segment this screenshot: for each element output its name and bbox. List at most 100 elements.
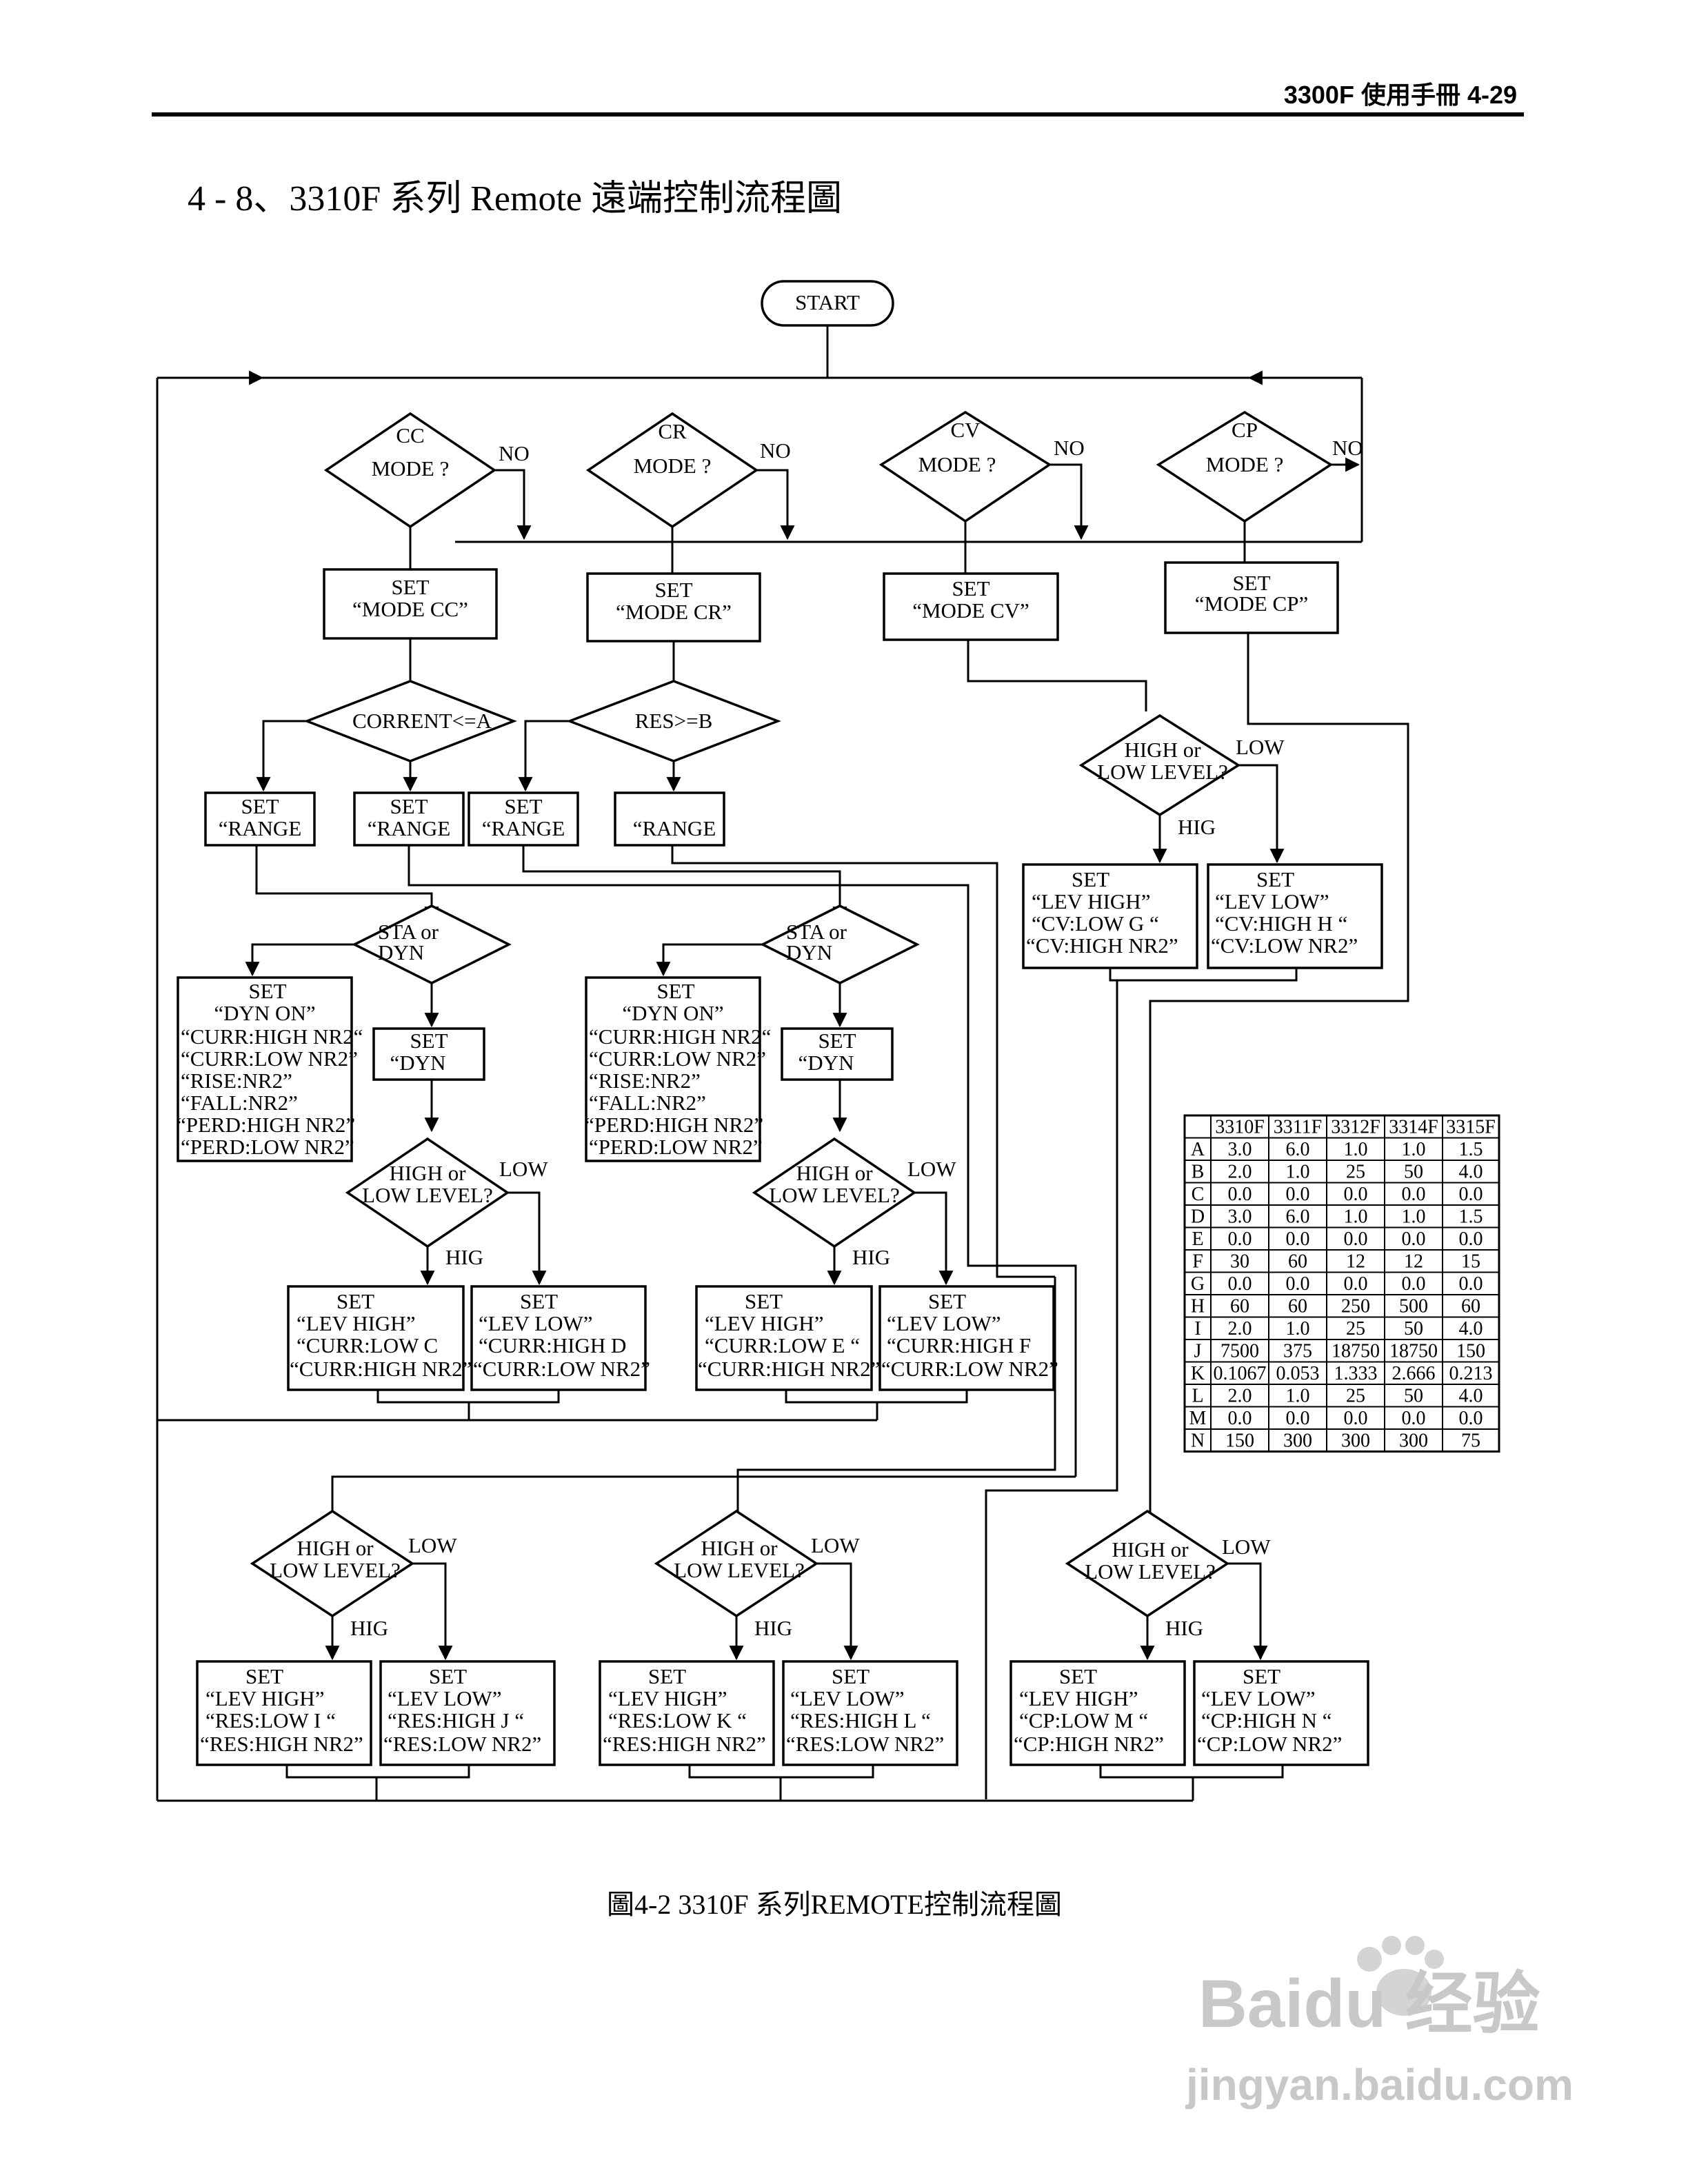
table-cell: 50 xyxy=(1404,1318,1423,1339)
svg-text:“CURR:HIGH NR2”: “CURR:HIGH NR2” xyxy=(698,1357,880,1381)
table-cell: 0.053 xyxy=(1276,1363,1320,1384)
dyn-box-right: SET “DYN xyxy=(781,1027,894,1133)
table-cell: 25 xyxy=(1346,1318,1365,1339)
table-row-key: A xyxy=(1191,1139,1205,1160)
table-cell: 6.0 xyxy=(1286,1139,1310,1160)
svg-text:SET: SET xyxy=(656,979,694,1003)
table-cell: 2.666 xyxy=(1392,1363,1436,1384)
table-cell: 25 xyxy=(1346,1162,1365,1183)
table-row-key: G xyxy=(1191,1273,1205,1295)
range-box-4 xyxy=(614,791,725,847)
table-cell: 0.0 xyxy=(1286,1184,1310,1205)
svg-text:HIG: HIG xyxy=(852,1245,890,1269)
svg-text:SET: SET xyxy=(336,1289,374,1313)
table-cell: 250 xyxy=(1341,1296,1370,1317)
svg-text:“CP:LOW NR2”: “CP:LOW NR2” xyxy=(1197,1732,1342,1756)
svg-text:LOW LEVEL?: LOW LEVEL? xyxy=(674,1558,805,1582)
dyn-box-left: SET “DYN xyxy=(372,1027,485,1133)
svg-text:“RES:LOW K “: “RES:LOW K “ xyxy=(608,1708,747,1732)
svg-text:“LEV HIGH”: “LEV HIGH” xyxy=(205,1686,324,1710)
svg-text:HIGH or: HIGH or xyxy=(1124,738,1201,762)
table-cell: 0.0 xyxy=(1402,1408,1426,1429)
cc-mode-label1: CC xyxy=(396,423,424,447)
range-decisions: CORRENT<=A RES>=B xyxy=(256,638,781,792)
set-mode-cc-line2: “MODE CC” xyxy=(352,597,468,621)
table-cell: 0.0 xyxy=(1344,1273,1368,1295)
svg-text:“CURR:HIGH D: “CURR:HIGH D xyxy=(479,1333,626,1357)
table-cell: 0.0 xyxy=(1344,1408,1368,1429)
svg-text:“PERD:LOW NR2”: “PERD:LOW NR2” xyxy=(181,1135,354,1159)
svg-text:“PERD:HIGH NR2”: “PERD:HIGH NR2” xyxy=(177,1113,355,1137)
svg-text:“RISE:NR2”: “RISE:NR2” xyxy=(181,1069,292,1093)
table-cell: 2.0 xyxy=(1228,1386,1252,1407)
svg-text:LOW LEVEL?: LOW LEVEL? xyxy=(362,1183,493,1207)
level-decision-cc: HIGH or LOW LEVEL? LOW HIG xyxy=(345,1137,548,1286)
table-cell: 0.0 xyxy=(1344,1228,1368,1250)
svg-text:SET: SET xyxy=(1072,867,1109,891)
svg-text:“CURR:HIGH F: “CURR:HIGH F xyxy=(887,1333,1031,1357)
res-level-middle: HIGH or LOW LEVEL? LOW HIG SET “LEV HIGH… xyxy=(599,1277,1056,1801)
table-cell: 4.0 xyxy=(1459,1386,1483,1407)
cp-mode-label1: CP xyxy=(1232,418,1258,442)
sta-dyn-right: STA or DYN xyxy=(656,904,920,1028)
table-cell: 1.5 xyxy=(1459,1206,1483,1228)
table-cell: 1.0 xyxy=(1344,1206,1368,1228)
table-cell: 0.0 xyxy=(1228,1408,1252,1429)
table-cell: 1.5 xyxy=(1459,1139,1483,1160)
sta-dyn-right-label1: STA or xyxy=(786,920,847,944)
svg-text:SET: SET xyxy=(832,1664,870,1688)
svg-text:SET: SET xyxy=(928,1289,966,1313)
watermark-brand: Baidu 经验 xyxy=(1198,1965,1540,2041)
baidu-watermark: Baidu 经验 jingyan.baidu.com xyxy=(1185,1936,1574,2110)
svg-text:“CURR:HIGH NR2“: “CURR:HIGH NR2“ xyxy=(589,1024,771,1049)
range-box-1 xyxy=(204,791,316,847)
svg-text:“LEV LOW”: “LEV LOW” xyxy=(887,1311,1001,1335)
svg-text:“RES:HIGH L “: “RES:HIGH L “ xyxy=(790,1708,931,1732)
cv-level-branch: HIGH or LOW LEVEL? LOW HIG SET “LEV HIGH… xyxy=(967,640,1383,1799)
table-header-cell: 3315F xyxy=(1446,1117,1496,1138)
range-box-3-line1: SET xyxy=(504,794,542,818)
svg-text:HIGH or: HIGH or xyxy=(297,1536,374,1560)
svg-text:“DYN: “DYN xyxy=(798,1051,854,1075)
svg-text:LOW: LOW xyxy=(408,1533,457,1557)
cc-level-boxes: SET “LEV HIGH” “CURR:LOW C “CURR:HIGH NR… xyxy=(287,1285,650,1420)
set-mode-cp-line2: “MODE CP” xyxy=(1195,592,1308,616)
table-row-key: D xyxy=(1191,1206,1205,1228)
range-box-1-line2: “RANGE xyxy=(219,816,302,840)
range-box-2-line1: SET xyxy=(390,794,428,818)
table-cell: 1.0 xyxy=(1286,1318,1310,1339)
svg-text:“CV:HIGH NR2”: “CV:HIGH NR2” xyxy=(1026,933,1178,958)
svg-text:SET: SET xyxy=(745,1289,783,1313)
table-frame xyxy=(1183,1114,1500,1453)
svg-text:SET: SET xyxy=(1243,1664,1280,1688)
cp-mode-label2: MODE ? xyxy=(1206,452,1284,476)
table-cell: 1.0 xyxy=(1286,1162,1310,1183)
svg-text:HIGH or: HIGH or xyxy=(796,1161,873,1185)
svg-text:SET: SET xyxy=(410,1029,448,1053)
cr-mode-label1: CR xyxy=(658,419,687,443)
svg-text:“LEV HIGH”: “LEV HIGH” xyxy=(297,1311,415,1335)
res-range-label: RES>=B xyxy=(635,709,713,733)
svg-text:LOW LEVEL?: LOW LEVEL? xyxy=(1097,760,1228,784)
table-cell: 0.0 xyxy=(1459,1184,1483,1205)
range-box-2 xyxy=(353,791,465,847)
svg-text:“RES:HIGH NR2”: “RES:HIGH NR2” xyxy=(200,1732,363,1756)
svg-text:LOW LEVEL?: LOW LEVEL? xyxy=(1085,1559,1216,1584)
table-cell: 60 xyxy=(1288,1296,1307,1317)
set-mode-cr-line2: “MODE CR” xyxy=(616,600,732,624)
svg-text:HIG: HIG xyxy=(350,1616,388,1640)
table-row-key: M xyxy=(1189,1408,1207,1429)
table-row-key: L xyxy=(1192,1386,1203,1407)
svg-text:“CURR:LOW NR2”: “CURR:LOW NR2” xyxy=(881,1357,1058,1381)
sta-dyn-right-label2: DYN xyxy=(786,940,832,964)
svg-text:SET: SET xyxy=(1059,1664,1097,1688)
level-decision-cr: HIGH or LOW LEVEL? LOW HIG xyxy=(752,1137,956,1286)
svg-text:SET: SET xyxy=(648,1664,686,1688)
cp-no-label: NO xyxy=(1332,436,1363,460)
svg-text:“CURR:LOW C: “CURR:LOW C xyxy=(297,1333,438,1357)
table-cell: 12 xyxy=(1404,1251,1423,1273)
table-cell: 60 xyxy=(1230,1296,1249,1317)
set-mode-cv-line2: “MODE CV” xyxy=(912,598,1029,623)
table-cell: 2.0 xyxy=(1228,1318,1252,1339)
